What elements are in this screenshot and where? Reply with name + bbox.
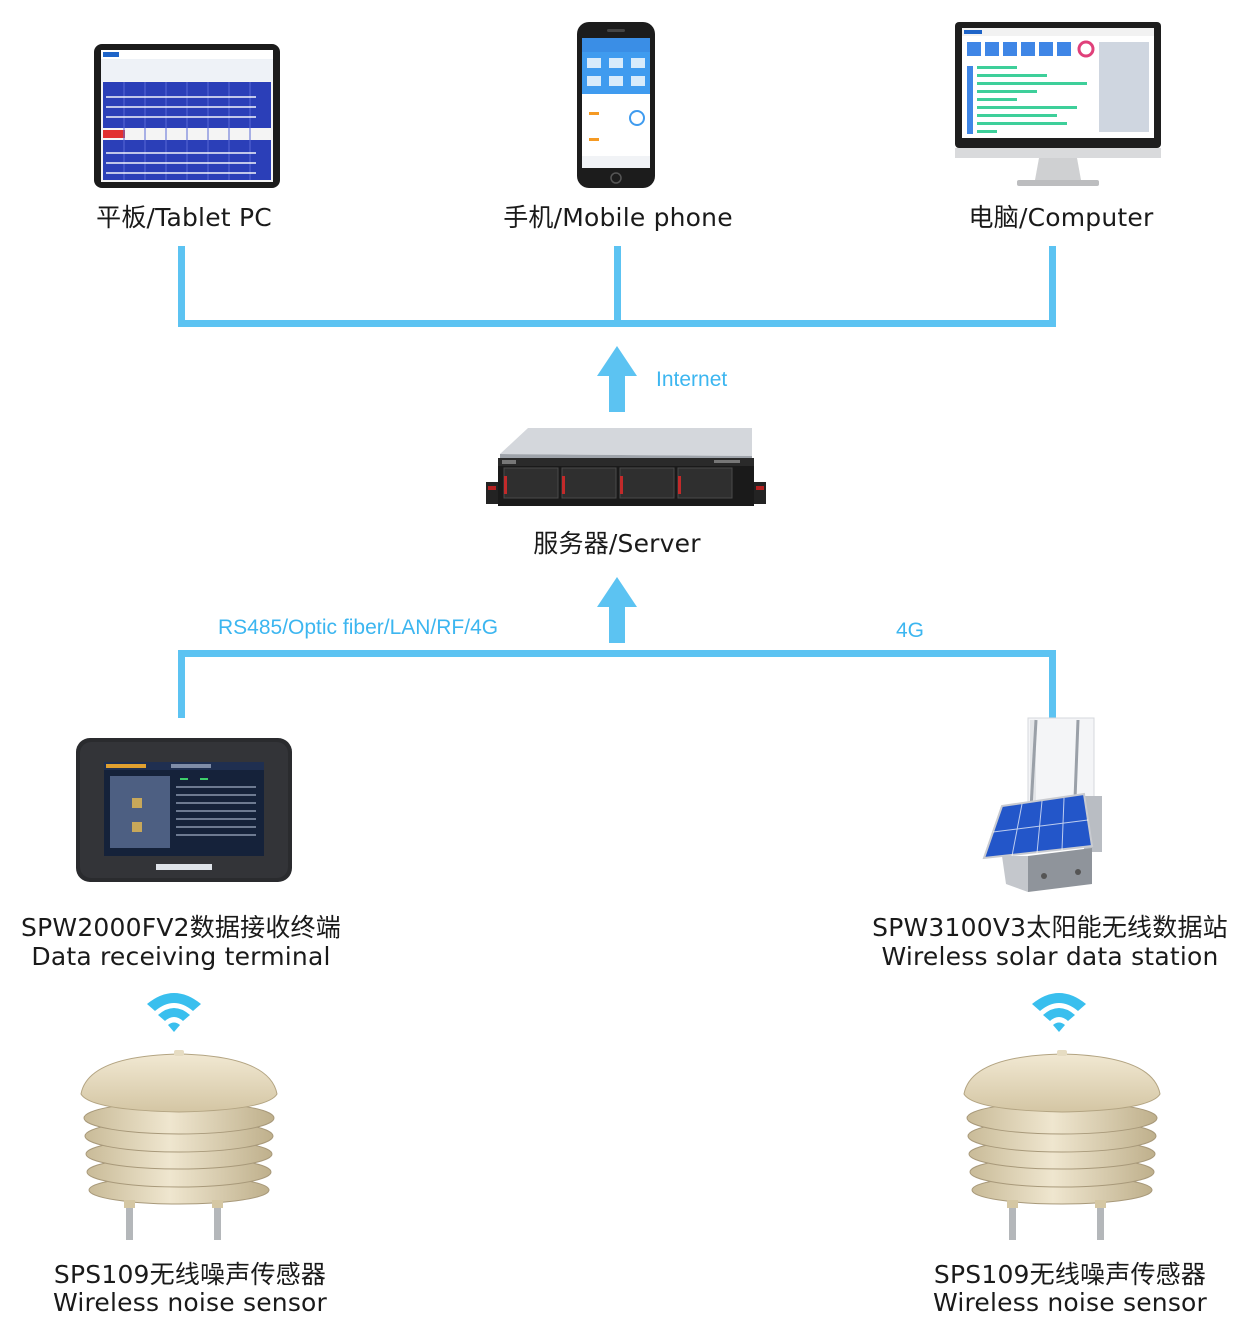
- tablet-drop-line: [178, 246, 185, 327]
- field-bus-line: [178, 650, 1056, 657]
- station-device: [982, 716, 1112, 892]
- uplink-right-label: 4G: [896, 619, 925, 642]
- tablet-icon: [94, 44, 280, 188]
- internet-arrow: [597, 346, 637, 412]
- station-link-line: [1049, 650, 1056, 718]
- rack-server-icon: [486, 428, 766, 506]
- station-subtitle: Wireless solar data station: [881, 942, 1219, 971]
- phone-device: [577, 22, 655, 188]
- sensor-left-name: SPS109无线噪声传感器: [53, 1260, 327, 1289]
- sensor-right-subtitle: Wireless noise sensor: [932, 1288, 1208, 1317]
- phone-drop-line: [614, 246, 621, 327]
- noise-sensor-left: [78, 1050, 280, 1246]
- terminal-name: SPW2000FV2数据接收终端: [21, 913, 341, 942]
- wifi-icon-right: [1028, 990, 1090, 1034]
- mobile-phone-icon: [577, 22, 655, 188]
- solar-station-icon: [982, 717, 1102, 892]
- uplink-arrow: [597, 577, 637, 643]
- internet-label: Internet: [656, 368, 728, 391]
- noise-sensor-right: [961, 1050, 1163, 1246]
- computer-device: [955, 22, 1161, 188]
- noise-sensor-icon: [80, 1050, 278, 1240]
- terminal-subtitle: Data receiving terminal: [31, 942, 331, 971]
- server-label: 服务器/Server: [533, 529, 701, 558]
- sensor-left-subtitle: Wireless noise sensor: [52, 1288, 328, 1317]
- phone-label: 手机/Mobile phone: [503, 203, 733, 232]
- terminal-link-line: [178, 650, 185, 718]
- server-device: [486, 426, 766, 510]
- terminal-device: [76, 738, 292, 882]
- station-name: SPW3100V3太阳能无线数据站: [872, 913, 1228, 942]
- computer-monitor-icon: [955, 22, 1161, 186]
- wifi-icon-left: [143, 990, 205, 1034]
- wifi-icon: [1032, 993, 1086, 1032]
- wifi-icon: [147, 993, 201, 1032]
- computer-drop-line: [1049, 246, 1056, 327]
- sensor-right-name: SPS109无线噪声传感器: [933, 1260, 1207, 1289]
- tablet-label: 平板/Tablet PC: [96, 203, 272, 232]
- client-bus-line: [178, 320, 1056, 327]
- computer-label: 电脑/Computer: [968, 203, 1154, 232]
- tablet-device: [94, 44, 280, 188]
- noise-sensor-icon: [963, 1050, 1161, 1240]
- uplink-left-label: RS485/Optic fiber/LAN/RF/4G: [218, 616, 499, 639]
- data-terminal-icon: [76, 738, 292, 882]
